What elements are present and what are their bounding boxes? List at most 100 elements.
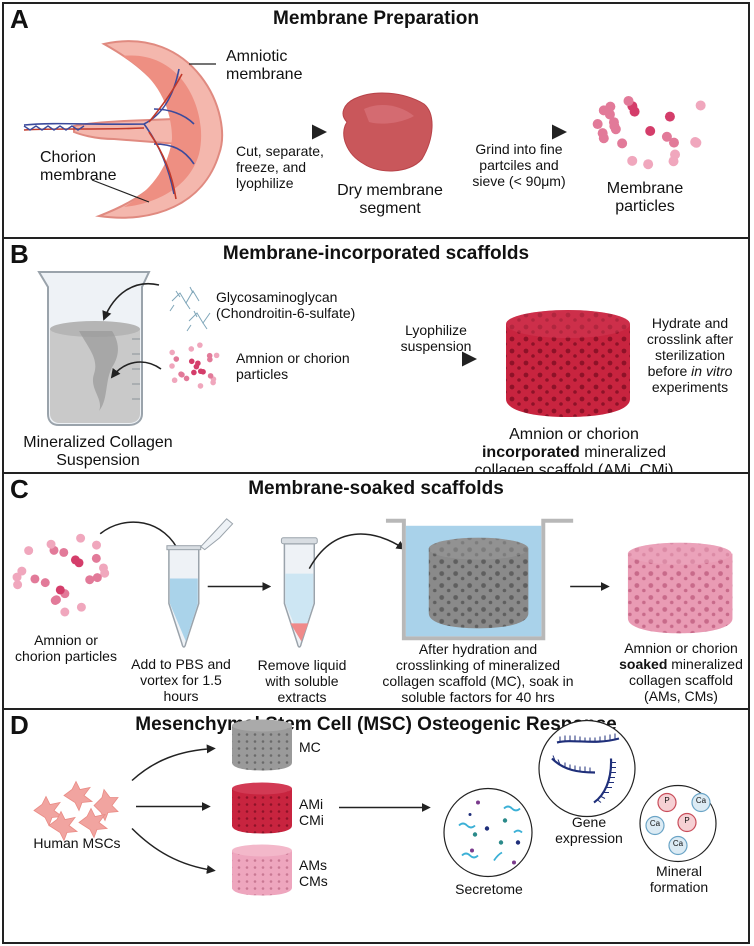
mineral-formation-icon	[639, 784, 717, 863]
particle	[691, 137, 702, 148]
particle	[60, 607, 70, 617]
panel-membrane-preparation: A Membrane Preparation	[2, 2, 750, 239]
ion-phosphate: P	[664, 796, 670, 805]
particle	[24, 546, 34, 556]
add-arrow	[102, 282, 160, 321]
panel-a-illustration	[23, 40, 706, 219]
particle	[51, 595, 61, 605]
particle	[623, 95, 634, 106]
panel-b-illustration	[37, 271, 630, 426]
gag-label: Glycosaminoglycan(Chondroitin-6-sulfate)	[216, 289, 356, 321]
placenta-membrane-icon	[23, 40, 224, 219]
secretome-icon	[443, 787, 533, 878]
gene-expression-icon	[538, 719, 636, 818]
particle	[91, 553, 101, 563]
amnion-chorion-particles-icon	[169, 342, 220, 389]
ams-cms-scaffold-icon	[232, 844, 292, 896]
human-msc-cells-icon	[33, 780, 119, 842]
panel-membrane-incorporated-scaffolds: B Membrane-incorporated scaffolds	[2, 237, 750, 479]
particle	[76, 533, 86, 543]
membrane-particles-icon	[592, 95, 706, 170]
particle	[179, 371, 185, 378]
amnion-chorion-particles-icon	[12, 533, 110, 617]
particle	[173, 356, 180, 362]
particle	[12, 572, 22, 582]
panel-label: B	[10, 239, 29, 269]
particle	[13, 580, 23, 590]
pbs-tube-icon	[166, 518, 234, 648]
ion-calcium: Ca	[649, 819, 661, 828]
mc-scaffold-icon	[232, 719, 292, 771]
particle	[668, 137, 679, 148]
add-arrow	[110, 361, 162, 379]
particle	[664, 111, 675, 122]
incorporated-scaffold-icon	[506, 310, 630, 417]
particle	[76, 602, 86, 612]
panel-title: Membrane Preparation	[273, 8, 479, 29]
particle	[695, 100, 706, 111]
ion-calcium: Ca	[672, 839, 684, 848]
particle	[85, 575, 95, 585]
particle	[59, 547, 69, 557]
particle	[197, 383, 204, 389]
particle	[195, 360, 201, 367]
particle	[617, 138, 628, 149]
particle	[213, 352, 220, 359]
arrow-to-ams-cms	[131, 827, 216, 874]
particle	[188, 346, 195, 352]
particle	[645, 126, 656, 137]
particle	[207, 373, 214, 379]
ion-calcium: Ca	[695, 796, 707, 805]
panel-c-illustration	[12, 518, 733, 648]
panel-msc-osteogenic-response: D Mesenchymal Stem Cell (MSC) Osteogenic…	[2, 708, 750, 944]
transfer-arrow	[308, 533, 406, 569]
mc-label: MC	[299, 739, 321, 755]
soaked-scaffold-label: Amnion or chorion soaked mineralized col…	[619, 640, 743, 704]
soaked-scaffold-icon	[627, 542, 733, 634]
particle	[188, 358, 195, 365]
soak-container-icon	[385, 518, 574, 641]
particle	[46, 539, 56, 549]
particle	[92, 573, 102, 583]
particle	[169, 363, 175, 369]
particle	[627, 155, 638, 166]
particle	[643, 159, 654, 170]
particle	[207, 356, 213, 363]
particle	[169, 349, 175, 356]
panel-label: A	[10, 4, 29, 34]
panel-membrane-soaked-scaffolds: C Membrane-soaked scaffolds	[2, 472, 750, 710]
particle	[98, 563, 108, 573]
human-mscs-label: Human MSCs	[33, 835, 121, 851]
panel-title: Membrane-soaked scaffolds	[248, 478, 504, 499]
particle	[609, 121, 620, 132]
add-arrow	[99, 521, 182, 556]
ion-phosphate: P	[684, 816, 690, 825]
particle	[40, 578, 50, 588]
particle	[197, 368, 204, 375]
particle	[171, 377, 178, 384]
ami-cmi-scaffold-icon	[232, 782, 292, 834]
secretome-label: Secretome	[455, 881, 523, 897]
arrow-to-mc	[131, 744, 216, 782]
particle	[592, 119, 603, 130]
beaker-icon	[37, 271, 151, 426]
panel-d-illustration	[33, 719, 717, 896]
particle	[30, 574, 40, 584]
particle	[197, 342, 203, 348]
particle	[74, 558, 84, 568]
